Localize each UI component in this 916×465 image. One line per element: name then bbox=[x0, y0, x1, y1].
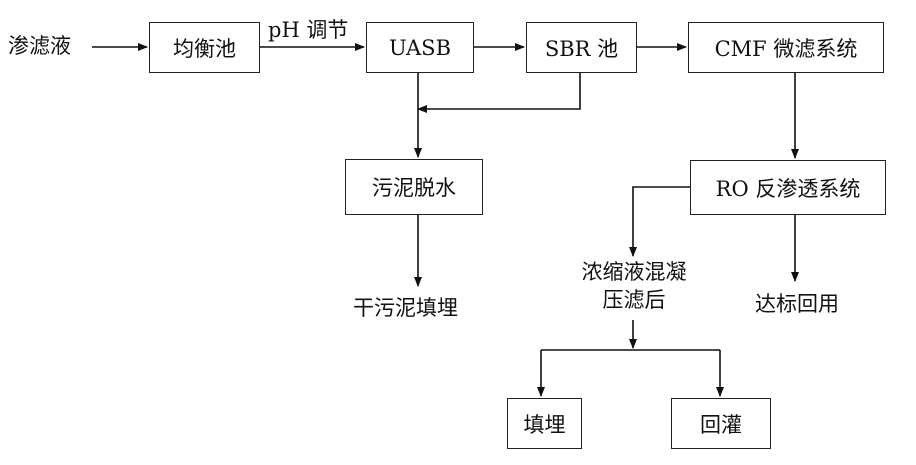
dry-sludge-landfill-label: 干污泥填埋 bbox=[353, 296, 458, 320]
sbr-tank-text: SBR 池 bbox=[544, 36, 619, 61]
arrow-ro-to-concentrate bbox=[629, 186, 690, 257]
equalization-tank-box: 均衡池 bbox=[149, 22, 260, 73]
arrow-sbr-sludge-return bbox=[417, 73, 581, 113]
uasb-box: UASB bbox=[366, 22, 474, 73]
uasb-text: UASB bbox=[388, 35, 452, 60]
ro-text: RO 反渗透系统 bbox=[715, 176, 861, 201]
sludge-dewatering-text: 污泥脱水 bbox=[372, 176, 456, 200]
cmf-text: CMF 微滤系统 bbox=[714, 36, 858, 61]
sludge-dewatering-box: 污泥脱水 bbox=[345, 159, 483, 215]
equalization-tank-text: 均衡池 bbox=[173, 36, 236, 61]
discharge-reuse-label: 达标回用 bbox=[755, 292, 839, 316]
concentrate-label-line1: 浓缩液混凝 bbox=[581, 260, 687, 284]
landfill-box: 填埋 bbox=[507, 398, 582, 449]
ph-adjust-label: pH 调节 bbox=[268, 18, 349, 42]
sbr-tank-box: SBR 池 bbox=[526, 22, 637, 73]
recharge-box: 回灌 bbox=[671, 398, 771, 449]
cmf-box: CMF 微滤系统 bbox=[688, 22, 884, 73]
landfill-text: 填埋 bbox=[523, 412, 566, 437]
recharge-text: 回灌 bbox=[700, 412, 742, 437]
leachate-label: 渗滤液 bbox=[8, 34, 71, 58]
ro-box: RO 反渗透系统 bbox=[690, 160, 886, 215]
concentrate-label-line2: 压滤后 bbox=[602, 288, 666, 312]
